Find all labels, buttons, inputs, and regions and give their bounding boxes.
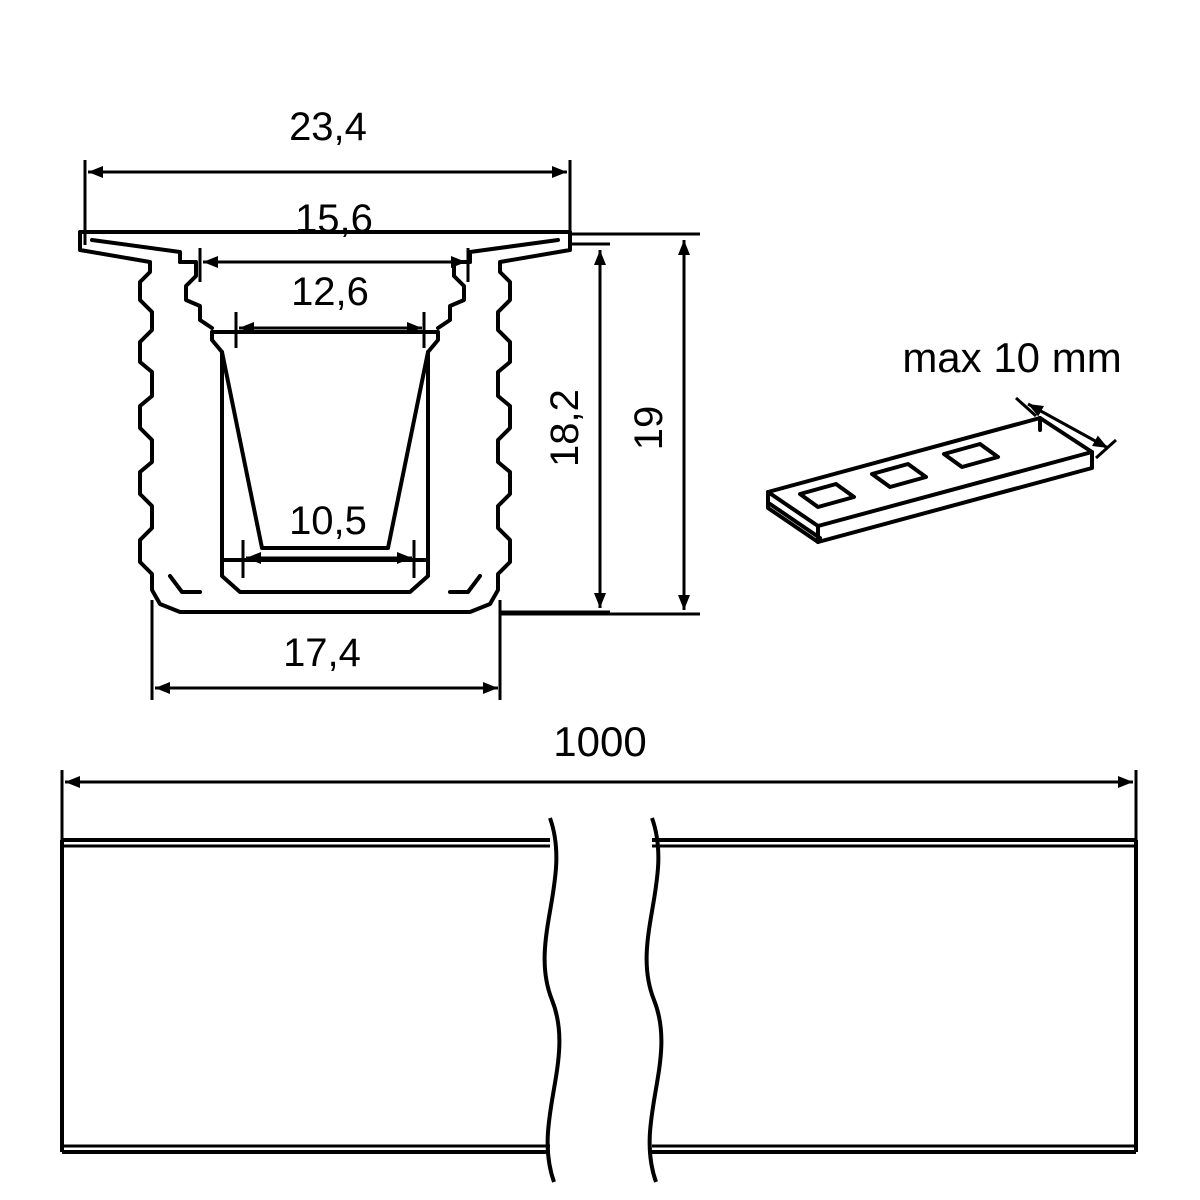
strip-thickness-label: max 10 mm	[902, 334, 1121, 381]
dim-label-outer-width: 23,4	[289, 105, 367, 149]
led-strip-illustration	[766, 416, 1094, 544]
length-label: 1000	[553, 718, 646, 765]
dimension-outer-width	[83, 160, 572, 245]
dim-label-recess-width: 15,6	[295, 197, 373, 241]
dimension-channel-bottom-width	[241, 540, 416, 578]
dimension-total-height	[500, 232, 700, 616]
dimension-channel-top-width	[234, 312, 426, 348]
profile-cross-section	[78, 230, 572, 614]
dim-label-total-height: 19	[627, 406, 671, 451]
dimension-body-width	[150, 600, 502, 700]
dim-label-body-width: 17,4	[283, 631, 361, 675]
dimension-inner-height	[500, 242, 610, 614]
dimension-strip-thickness	[1014, 396, 1118, 460]
dim-label-channel-top-width: 12,6	[291, 270, 369, 314]
dim-label-inner-height: 18,2	[543, 389, 587, 467]
profile-length-view	[60, 817, 1138, 1183]
dimension-length	[60, 770, 1138, 848]
dim-label-channel-bottom-width: 10,5	[289, 499, 367, 543]
dimension-recess-width	[198, 248, 470, 282]
